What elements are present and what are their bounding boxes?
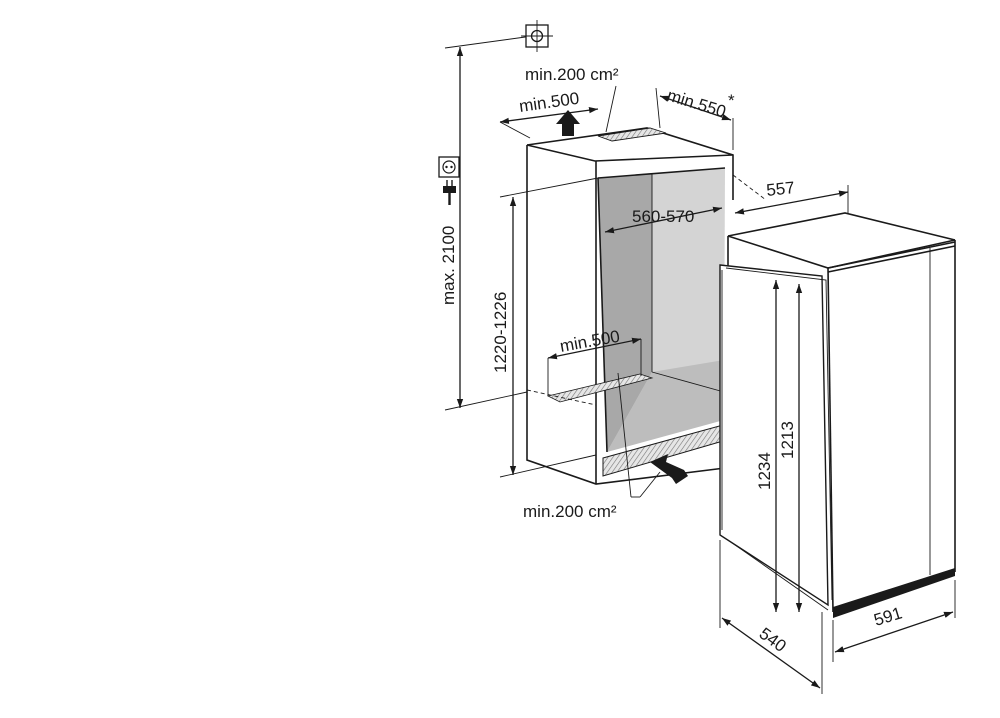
- label-total-depth: 540: [756, 624, 790, 656]
- label-door-width: 591: [872, 603, 905, 629]
- dimension-door-height: 1213: [778, 284, 803, 612]
- rear-vent-slot: [546, 373, 654, 403]
- label-body-height: 1234: [755, 452, 774, 490]
- label-appliance-depth: 557: [765, 178, 795, 200]
- dimension-niche-height: 1220-1226: [491, 177, 599, 478]
- airflow-up-arrow: [556, 110, 580, 136]
- water-connection-icon: [521, 20, 553, 52]
- label-max-height: max. 2100: [439, 226, 458, 305]
- appliance-body: [719, 212, 956, 618]
- niche-cabinet: [526, 127, 767, 485]
- dimension-appliance-depth: 557: [734, 178, 849, 215]
- appliance-door: [719, 264, 829, 607]
- label-niche-width: 560-570: [632, 207, 694, 226]
- dimension-max-height: max. 2100: [439, 34, 541, 411]
- airflow-in-arrow: [650, 454, 688, 484]
- socket-icon: [438, 156, 460, 178]
- label-door-height: 1213: [778, 421, 797, 459]
- label-bottom-vent-area: min.200 cm²: [523, 502, 617, 521]
- dimension-body-height: 1234: [755, 280, 780, 612]
- label-side-clearance-mark: *: [728, 91, 735, 110]
- dimension-niche-width: 560-570: [604, 206, 723, 234]
- dimension-top-vent: min.200 cm² min.500: [499, 65, 619, 139]
- dimension-bottom-vent-area: min.200 cm²: [523, 372, 688, 521]
- label-top-vent-area: min.200 cm²: [525, 65, 619, 84]
- dimension-side-clearance: min.550 *: [655, 86, 735, 150]
- niche-floor: [607, 360, 724, 452]
- label-niche-height: 1220-1226: [491, 292, 510, 373]
- top-vent-slot: [597, 127, 667, 142]
- label-top-vent-depth: min.500: [518, 89, 581, 116]
- label-side-clearance: min.550: [665, 86, 728, 122]
- plug-icon: [443, 180, 456, 205]
- appliance-plinth: [833, 568, 955, 618]
